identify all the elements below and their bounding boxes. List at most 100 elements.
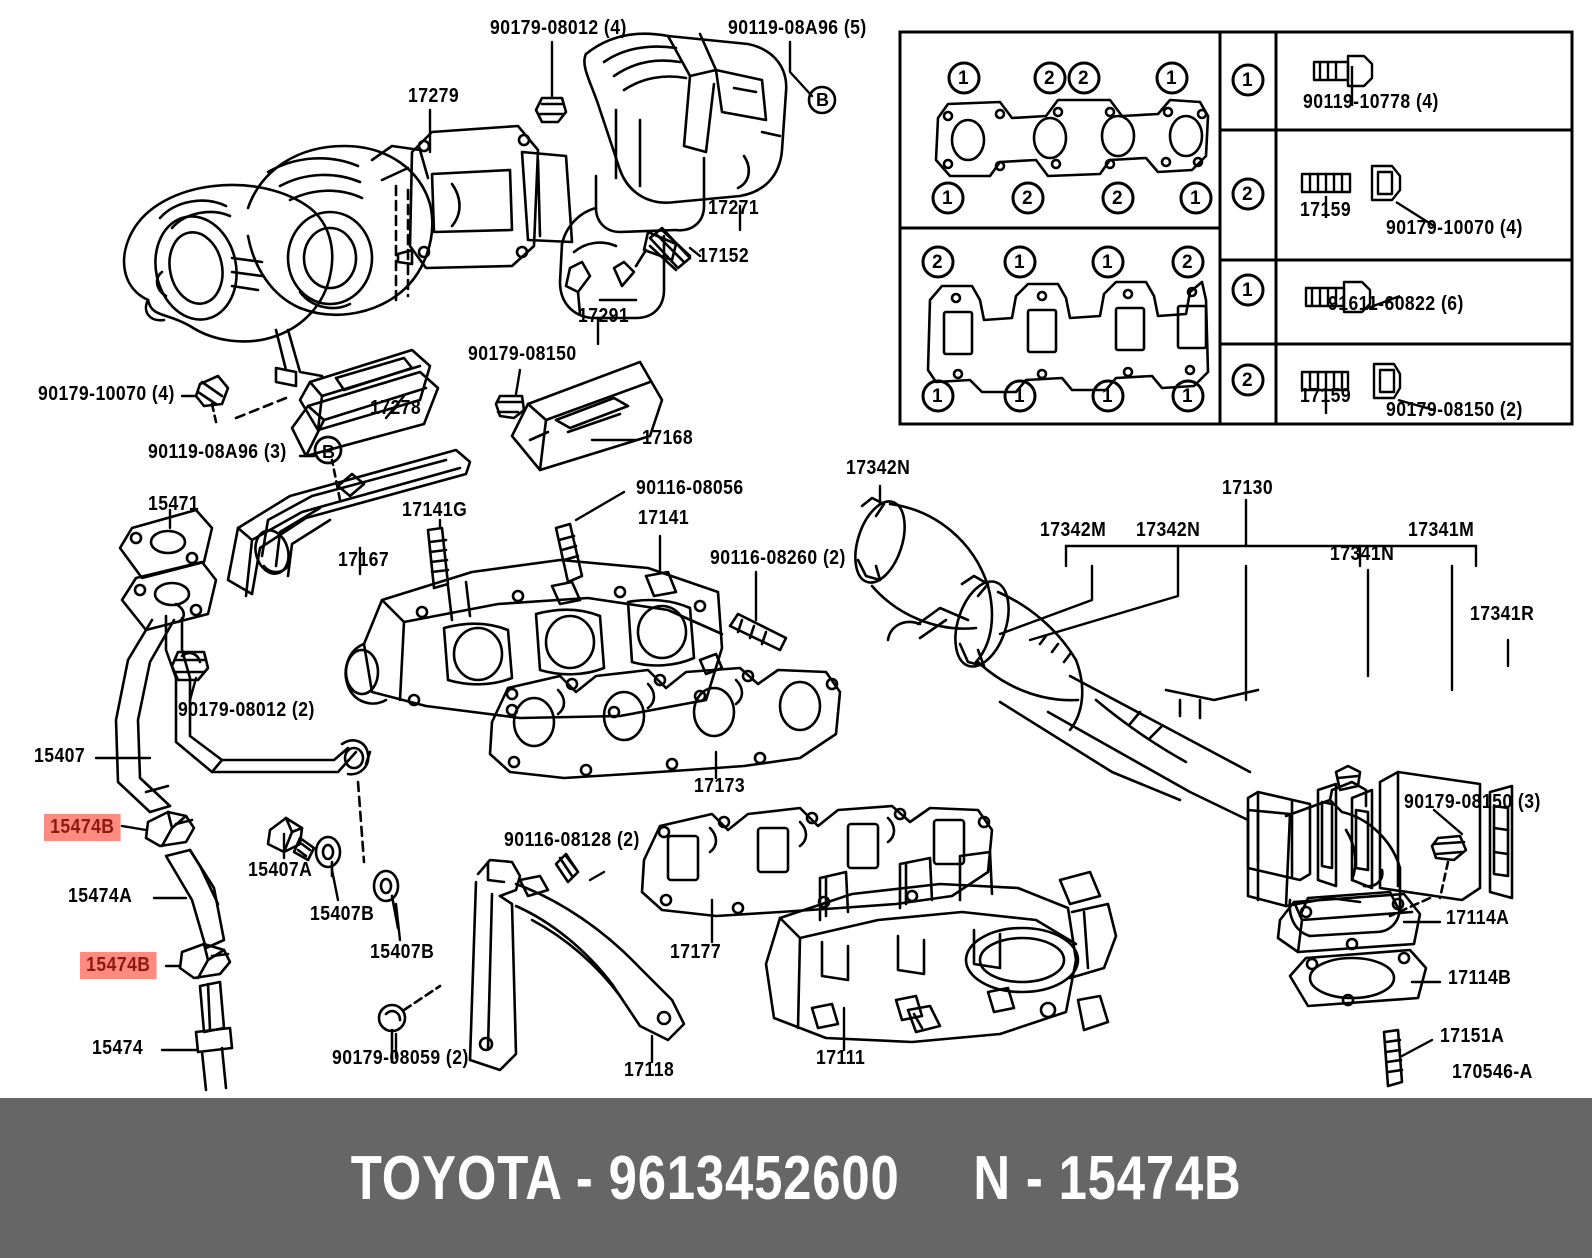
hose-15474a-art <box>164 848 226 950</box>
manifold-17271-art <box>520 32 788 320</box>
legend-gasket-top-art <box>934 98 1210 178</box>
label-17342n-right: 17342N <box>1136 519 1201 541</box>
label-17111: 17111 <box>816 1047 866 1069</box>
label-17341n: 17341N <box>1330 543 1395 565</box>
stud-90116-08260-art <box>728 612 788 652</box>
label-15471: 15471 <box>148 493 200 515</box>
label-17173: 17173 <box>694 775 746 797</box>
label-15474a: 15474A <box>68 885 133 907</box>
label-17118: 17118 <box>624 1059 675 1081</box>
label-17114b: 17114B <box>1448 967 1512 989</box>
heatshield-17168-art <box>510 360 664 472</box>
legend-gasket-top-marker-6: 2 <box>1022 188 1033 209</box>
legend-part-90119-10778: 90119-10778 (4) <box>1303 91 1439 113</box>
label-17279: 17279 <box>408 85 460 107</box>
nut-90179-08150-top-art <box>494 394 526 420</box>
label-15407: 15407 <box>34 745 86 767</box>
bracket-17167-art <box>226 448 472 598</box>
label-90179-08012-pipe: 90179-08012 (2) <box>178 699 315 721</box>
label-90179-10070: 90179-10070 (4) <box>38 383 175 405</box>
label-15407b-1: 15407B <box>310 903 375 925</box>
label-15407a: 15407A <box>248 859 313 881</box>
label-90116-08260: 90116-08260 (2) <box>710 547 846 569</box>
turbocharger-art <box>122 144 440 458</box>
legend-gasket-bottom-marker-7: 1 <box>1102 386 1113 407</box>
label-90116-08056: 90116-08056 <box>636 477 744 499</box>
label-15474: 15474 <box>92 1037 144 1059</box>
legend-gasket-top-marker-3: 2 <box>1078 68 1089 89</box>
label-15407b-2: 15407B <box>370 941 435 963</box>
callout-b-top-art <box>807 85 837 115</box>
washer-15407b-1-art <box>314 835 342 878</box>
legend-gasket-bottom-marker-2: 1 <box>1014 252 1025 273</box>
label-90179-08012-top: 90179-08012 (4) <box>490 17 627 39</box>
gasket-17279-art <box>396 124 540 270</box>
label-17114a: 17114A <box>1446 907 1510 929</box>
label-90179-08059: 90179-08059 (2) <box>332 1047 469 1069</box>
legend-gasket-bottom-marker-5: 1 <box>932 386 943 407</box>
label-17168: 17168 <box>642 427 694 449</box>
banjo-15407a-art <box>266 816 316 862</box>
washer-15407b-2-art <box>372 869 400 930</box>
nut-90179-08059-art <box>377 984 442 1064</box>
label-17167: 17167 <box>338 549 390 571</box>
legend-bolt-icons <box>1300 54 1435 414</box>
legend-gasket-bottom-marker-1: 2 <box>932 252 943 273</box>
footer-ref-prefix: N <box>973 1143 1011 1213</box>
label-15474b-upper: 15474B <box>44 814 121 841</box>
legend-table-art <box>898 30 1574 426</box>
footer-dash-1: - <box>575 1143 594 1213</box>
label-17141g: 17141G <box>402 499 468 521</box>
diagram-code: 170546-A <box>1452 1061 1533 1083</box>
label-17342m: 17342M <box>1040 519 1107 541</box>
legend-gasket-top-marker-7: 2 <box>1112 188 1123 209</box>
legend-gasket-top-marker-5: 1 <box>942 188 953 209</box>
clamp-15474b-upper-art <box>144 810 196 848</box>
label-90179-08150-right: 90179-08150 (3) <box>1404 791 1541 813</box>
manifold-17141-art <box>344 558 724 720</box>
label-90116-08128: 90116-08128 (2) <box>504 829 640 851</box>
label-15474b-lower: 15474B <box>80 952 157 979</box>
bracket-17118-art <box>468 858 686 1072</box>
footer-brand: TOYOTA <box>350 1143 561 1213</box>
label-90179-08150: 90179-08150 <box>468 343 577 365</box>
footer-catalog-number: 9613452600 <box>608 1143 900 1213</box>
gasket-15471-art <box>118 508 218 632</box>
legend-part-90179-08150-legend: 90179-08150 (2) <box>1386 399 1523 421</box>
nut-90179-08012-pipe-art <box>170 650 210 682</box>
label-17151a: 17151A <box>1440 1025 1505 1047</box>
label-17342n-left: 17342N <box>846 457 911 479</box>
label-17177: 17177 <box>670 941 722 963</box>
legend-gasket-bottom-marker-6: 1 <box>1014 386 1025 407</box>
label-17130: 17130 <box>1222 477 1274 499</box>
stud-90116-08128-art <box>554 852 580 884</box>
manifold-17111-art <box>764 850 1118 1044</box>
nut-90179-08012-art <box>534 96 568 124</box>
parts-diagram-canvas: 1 2 2 1 1 2 2 1 2 1 1 2 1 1 1 1 1 2 1 2 … <box>34 17 1574 1092</box>
label-17341r: 17341R <box>1470 603 1535 625</box>
legend-row-marker-2: 2 <box>1242 184 1253 205</box>
label-17291: 17291 <box>578 305 630 327</box>
gasket-17177-art <box>640 804 994 918</box>
diagram-artwork <box>94 30 1574 1092</box>
legend-gasket-bottom-marker-3: 1 <box>1102 252 1113 273</box>
legend-row-marker-4: 2 <box>1242 370 1253 391</box>
footer-ref-part: 15474B <box>1058 1143 1242 1213</box>
legend-part-91611-60822: 91611-60822 (6) <box>1328 293 1464 315</box>
legend-row-marker-1: 1 <box>1242 70 1253 91</box>
tube-15474-art <box>194 980 234 1092</box>
stud-17152-art <box>648 226 692 272</box>
legend-gasket-bottom-marker-8: 1 <box>1182 386 1193 407</box>
gasket-17173-art <box>488 666 842 780</box>
label-17341m: 17341M <box>1408 519 1475 541</box>
legend-part-90179-10070: 90179-10070 (4) <box>1386 217 1523 239</box>
label-90119-08a96-left: 90119-08A96 (3) <box>148 441 287 463</box>
label-17278: 17278 <box>370 397 422 419</box>
legend-gasket-top-marker-4: 1 <box>1166 68 1177 89</box>
legend-gasket-top-marker-1: 1 <box>958 68 969 89</box>
stud-90116-08056-art <box>554 522 584 584</box>
legend-gasket-top-marker-2: 2 <box>1044 68 1055 89</box>
label-17271: 17271 <box>708 197 760 219</box>
